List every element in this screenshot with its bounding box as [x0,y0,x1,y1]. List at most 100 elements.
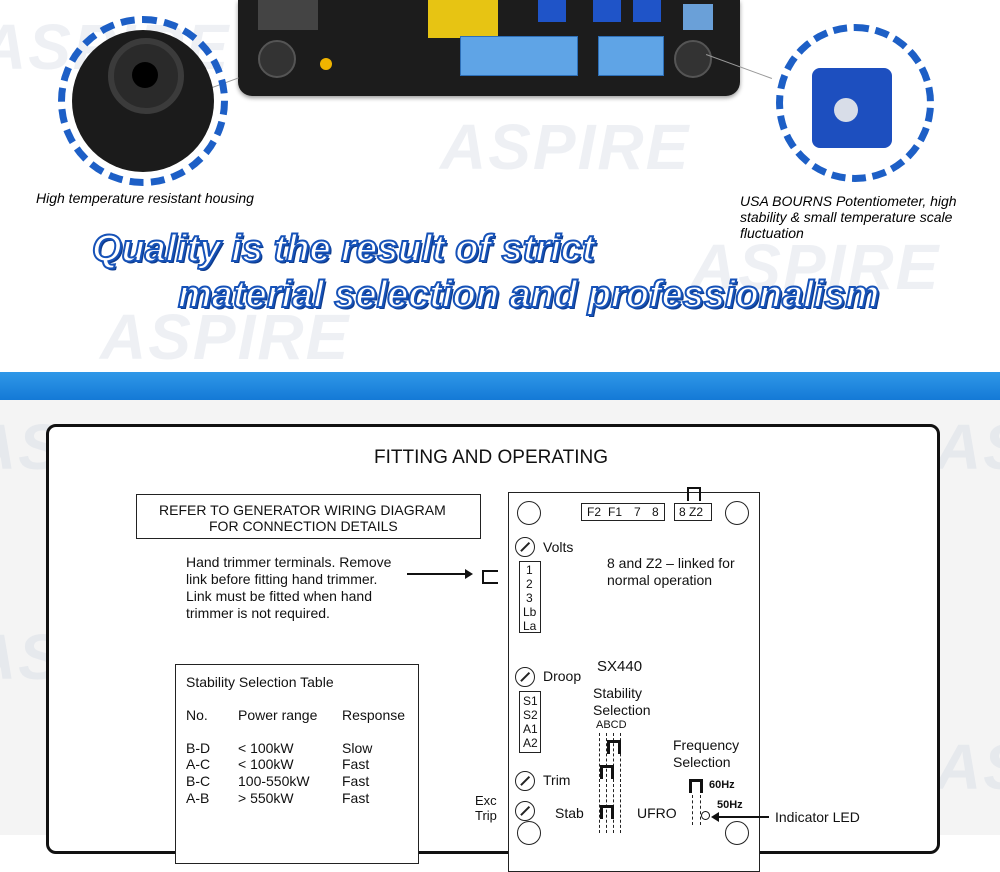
terminal-block-2 [598,36,664,76]
selection-pin-line [620,733,622,833]
fitting-operating-diagram: FITTING AND OPERATING REFER TO GENERATOR… [46,424,940,872]
selection-pin-line [613,733,615,833]
ufro-label: UFRO [637,805,677,821]
stability-terminal-strip: S1 S2 A1 A2 [519,691,541,753]
arrow-line [407,573,467,575]
frequency-selection-label: Frequency Selection [673,737,739,771]
trim-label: Trim [543,772,571,788]
model-label: SX440 [597,658,643,675]
label-line: Selection [673,754,731,770]
frequency-link-icon [689,779,703,793]
section-divider-bar [0,372,1000,400]
mount-hole-icon [517,501,541,525]
stability-selection-table: Stability Selection Table No. Power rang… [175,664,419,864]
terminal-label: A1 [523,722,538,736]
potentiometer-closeup-image [790,38,920,168]
exc-trip-trimmer-icon [515,801,535,821]
note-line: 8 and Z2 – linked for [607,555,735,571]
refer-line: FOR CONNECTION DETAILS [209,518,398,534]
potentiometer-screw [834,98,858,122]
link-bracket [482,570,498,584]
caption-line: fluctuation [740,225,804,241]
indicator-led [320,58,332,70]
terminal-label: S1 [523,694,538,708]
volts-label: Volts [543,539,574,555]
brand-watermark: ASPIRE [935,411,1000,483]
mount-hole-right [674,40,712,78]
brand-watermark: ASPIRE [100,301,351,372]
table-cell: A-C [186,756,211,772]
table-title: Stability Selection Table [186,674,334,690]
transformer [428,0,498,38]
pot-blue-2 [593,0,621,22]
note-line: Hand trimmer terminals. Remove [186,554,392,570]
diagram-title: FITTING AND OPERATING [374,447,608,468]
sx440-board-outline: F2 F1 7 8 8 Z2 8 and Z2 – linked for nor… [508,487,760,872]
arrow-head [465,569,473,579]
terminal-label: 3 [526,591,533,605]
housing-closeup-image [72,30,214,172]
terminal-label: S2 [523,708,538,722]
regulator-board-image [238,0,740,96]
selection-pin-line [599,733,601,833]
capacitor-block [258,0,318,30]
label-line: Frequency [673,737,740,753]
exc-trip-label: Exc Trip [475,793,497,823]
stability-selection-label: Stability Selection [593,685,651,719]
selection-pin-line [606,733,608,833]
arrow-line [719,816,769,818]
table-cell: Fast [342,756,370,772]
indicator-led-label: Indicator LED [775,809,860,825]
volts-terminal-strip: 1 2 3 Lb La [519,561,541,633]
zoom-ring-housing [58,16,228,186]
link-8-z2 [687,487,701,501]
terminal-label: 2 [526,577,533,591]
label-line: Trip [475,808,497,823]
table-cell: Fast [342,773,370,789]
60hz-label: 60Hz [709,779,735,791]
table-cell: > 550kW [238,790,294,806]
droop-trimmer-icon [515,667,535,687]
terminal-strip-top: F2 F1 7 8 [581,503,665,521]
terminal-label: 1 [526,563,533,577]
terminal-label: 8 [652,505,659,519]
terminal-label: F2 [587,505,602,519]
table-cell: A-B [186,790,210,806]
note-line: link before fitting hand trimmer. [186,571,378,587]
slogan-line-1: Quality is the result of strict [91,227,596,271]
zoom-ring-potentiometer [776,24,934,182]
caption-line: stability & small temperature scale [740,209,953,225]
potentiometer-caption: USA BOURNS Potentiometer, high stability… [740,193,957,241]
brand-watermark: ASPIRE [935,731,1000,803]
housing-hole [132,62,158,88]
table-cell: < 100kW [238,740,294,756]
terminal-label: Lb [523,605,537,619]
stability-link-icon [600,765,614,779]
volts-trimmer-icon [515,537,535,557]
mount-hole-icon [725,501,749,525]
indicator-led-icon [701,811,710,820]
table-cell: Slow [342,740,373,756]
label-line: Stability [593,685,643,701]
connector [683,4,713,30]
caption-line: USA BOURNS Potentiometer, high [740,193,957,209]
note-line: Link must be fitted when hand [186,588,373,604]
arrow-head [711,812,719,822]
brand-watermark: ASPIRE [690,231,941,303]
terminal-8-z2: 8 Z2 [674,503,712,521]
table-cell: Fast [342,790,370,806]
brand-watermark: ASPIRE [440,111,691,183]
droop-label: Droop [543,668,582,684]
refer-wiring-box: REFER TO GENERATOR WIRING DIAGRAM FOR CO… [136,494,481,539]
terminal-block-1 [460,36,578,76]
pot-blue-3 [633,0,661,22]
terminal-label: La [523,619,537,633]
note-line: normal operation [607,572,713,588]
housing-caption: High temperature resistant housing [36,190,254,206]
note-line: trimmer is not required. [186,605,330,621]
terminal-label: A2 [523,736,538,750]
table-cell: < 100kW [238,756,294,772]
50hz-label: 50Hz [717,799,743,811]
abcd-label: ABCD [596,719,627,731]
frequency-pin-line [700,795,702,825]
